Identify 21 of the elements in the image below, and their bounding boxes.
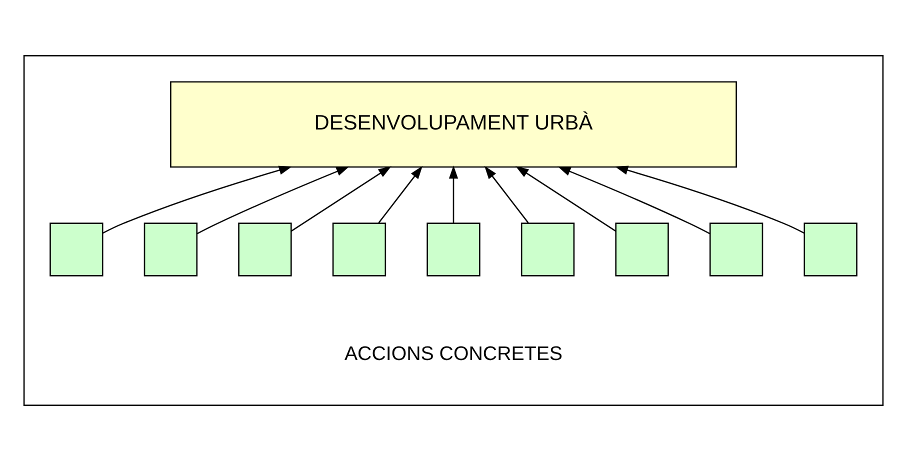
node-box xyxy=(50,222,104,276)
arrow xyxy=(484,166,529,224)
arrow xyxy=(378,166,423,224)
arrow xyxy=(290,166,392,232)
label: ACCIONS CONCRETES xyxy=(344,343,563,366)
arrow xyxy=(102,166,292,234)
node-box xyxy=(709,222,764,276)
node-box: DESENVOLUPAMENT URBÀ xyxy=(170,81,737,168)
arrow xyxy=(448,165,458,223)
arrow xyxy=(558,166,710,234)
node-box xyxy=(804,222,858,276)
node-box xyxy=(615,222,669,276)
node-box xyxy=(426,222,480,276)
node-box xyxy=(144,222,198,276)
cluster xyxy=(23,55,884,406)
arrow xyxy=(614,166,804,234)
arrow xyxy=(196,166,350,234)
node-box xyxy=(238,222,292,276)
node-box xyxy=(520,222,575,276)
node-box xyxy=(332,222,386,276)
arrow xyxy=(516,166,616,232)
